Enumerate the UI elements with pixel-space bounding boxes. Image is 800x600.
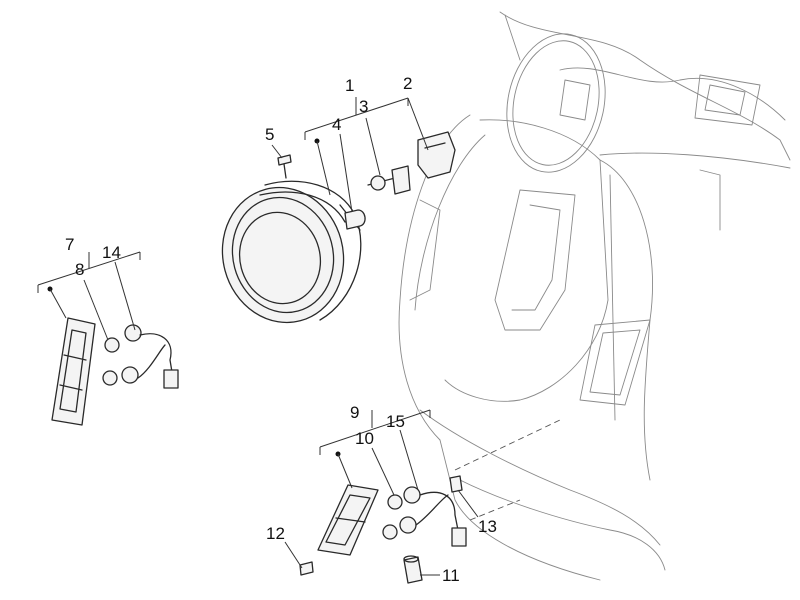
- callout-10: 10: [355, 429, 374, 448]
- headlight-bulb-main: [367, 165, 411, 195]
- callout-14: 14: [102, 243, 121, 262]
- signal-screw: [299, 561, 314, 576]
- callout-2: 2: [403, 74, 412, 93]
- left-turn-signal-bulbs: [102, 324, 142, 386]
- callout-11: 11: [442, 566, 460, 585]
- bulb-holder: [403, 555, 423, 584]
- callout-labels: 1 2 3 4 5 7 8 9 10 11 12 13 14 15: [65, 74, 497, 585]
- left-signal-wiring: [137, 333, 179, 389]
- assembly-lines: [454, 419, 561, 521]
- headlight-bulb-small: [344, 209, 366, 230]
- headlight-screw: [277, 154, 292, 179]
- scooter-front-body: [398, 11, 791, 581]
- callout-13: 13: [478, 517, 497, 536]
- callout-15: 15: [386, 412, 405, 431]
- right-turn-signal-lens: [317, 484, 379, 556]
- headlight-housing: [221, 180, 362, 324]
- callout-3: 3: [359, 97, 368, 116]
- callout-5: 5: [265, 125, 274, 144]
- callout-4: 4: [332, 115, 341, 134]
- right-signal-wiring: [415, 475, 467, 547]
- callout-9: 9: [350, 403, 359, 422]
- callout-12: 12: [266, 524, 285, 543]
- bulb-socket: [417, 131, 456, 179]
- callout-1: 1: [345, 76, 354, 95]
- callout-7: 7: [65, 235, 74, 254]
- left-turn-signal-lens: [51, 317, 96, 426]
- callout-8: 8: [75, 260, 84, 279]
- callout-leaders: [37, 97, 479, 576]
- right-turn-signal-bulbs: [382, 486, 421, 540]
